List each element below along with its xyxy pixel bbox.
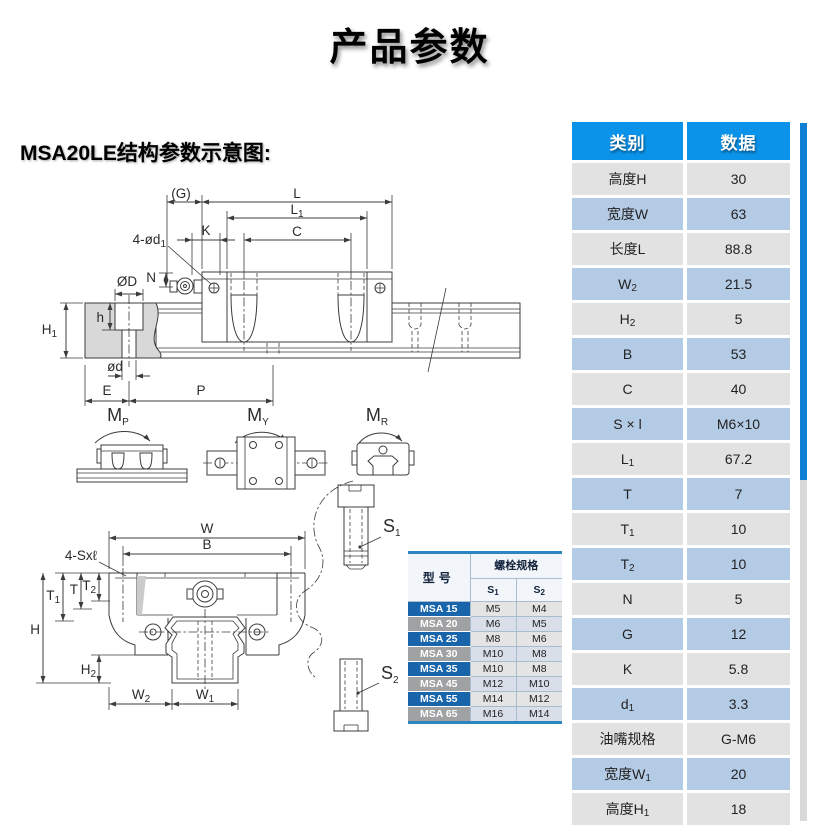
spec-row-label: S × l <box>572 408 683 440</box>
dim-label-w2: W2 <box>132 687 151 705</box>
bolt-table-header-s1: S1 <box>470 578 517 602</box>
dim-label-hh: H <box>30 622 40 637</box>
dim-label-w1: W1 <box>196 687 215 705</box>
spec-row-label: C <box>572 373 683 405</box>
dim-label-w: W <box>201 521 214 536</box>
bolt-label-s1: S1 <box>383 516 401 539</box>
moment-label-mp: MP <box>107 405 129 428</box>
dim-label-h1: H1 <box>42 322 58 340</box>
spec-row-value: 20 <box>687 758 790 790</box>
spec-row-value: 10 <box>687 513 790 545</box>
spec-row-value: M6×10 <box>687 408 790 440</box>
bolt-label-s2: S2 <box>381 663 399 686</box>
spec-row-label: N <box>572 583 683 615</box>
dim-label-t2: T2 <box>82 578 96 596</box>
dim-label-holes: 4-ød1 <box>133 232 167 250</box>
spec-row-value: 18 <box>687 793 790 825</box>
dim-label-k: K <box>201 223 210 238</box>
cross-section-drawing <box>55 568 306 691</box>
section-heading: MSA20LE结构参数示意图: <box>20 142 271 165</box>
spec-row-label: B <box>572 338 683 370</box>
dim-label-h: h <box>96 310 104 325</box>
spec-row-value: 53 <box>687 338 790 370</box>
dim-label-g: (G) <box>171 186 191 201</box>
spec-header-category: 类别 <box>572 122 683 160</box>
spec-row-label: G <box>572 618 683 650</box>
spec-row-value: 5 <box>687 583 790 615</box>
cross-section-dimensions: W B 4-Sxℓ T2 T T1 H H2 W2 W1 <box>30 521 306 710</box>
bolt-drawings: S1 S2 <box>296 480 401 732</box>
page-title: 产品参数 <box>329 27 490 69</box>
spec-row-value: 63 <box>687 198 790 230</box>
dim-label-p: P <box>196 383 205 398</box>
dim-label-t: T <box>70 582 78 597</box>
scrollbar-thumb[interactable] <box>800 123 807 480</box>
dim-label-l1: L1 <box>290 202 304 220</box>
dim-label-hole: ød <box>107 359 123 374</box>
spec-row-label: 高度H <box>572 163 683 195</box>
dim-label-c: C <box>292 224 302 239</box>
spec-row-label: 宽度W <box>572 198 683 230</box>
spec-row-value: 5 <box>687 303 790 335</box>
dim-label-h2: H2 <box>81 662 97 680</box>
spec-row-value: 12 <box>687 618 790 650</box>
spec-header-data: 数据 <box>687 122 790 160</box>
spec-row-label: 油嘴规格 <box>572 723 683 755</box>
structure-diagram: (G) L L1 C K 4-ød1 N ØD H1 h ød <box>30 186 521 732</box>
moment-label-my: MY <box>247 405 269 428</box>
dim-label-e: E <box>102 383 111 398</box>
bolt-table-header-spec: 螺栓规格 <box>469 554 562 579</box>
dim-label-l: L <box>293 186 301 201</box>
spec-row-label: K <box>572 653 683 685</box>
spec-row-value: 67.2 <box>687 443 790 475</box>
spec-row-value: 21.5 <box>687 268 790 300</box>
bolt-table-header-s2: S2 <box>515 578 562 602</box>
spec-row-value: 88.8 <box>687 233 790 265</box>
spec-row-label: T <box>572 478 683 510</box>
dim-label-t1: T1 <box>46 588 60 606</box>
spec-row-label: 长度L <box>572 233 683 265</box>
spec-row-value: 5.8 <box>687 653 790 685</box>
dim-label-bore: ØD <box>117 274 138 289</box>
side-view-drawing <box>84 271 521 373</box>
dim-label-b: B <box>202 537 211 552</box>
moment-diagrams: MP MY MR <box>76 405 415 490</box>
dim-label-n: N <box>146 270 156 285</box>
spec-row-value: 10 <box>687 548 790 580</box>
dim-label-bolts: 4-Sxℓ <box>65 548 98 563</box>
spec-row-value: G-M6 <box>687 723 790 755</box>
spec-row-value: 40 <box>687 373 790 405</box>
spec-row-value: 7 <box>687 478 790 510</box>
side-view-dimensions: (G) L L1 C K 4-ød1 N ØD H1 h ød <box>42 186 393 406</box>
bolt-table-header-model: 型号 <box>408 554 471 602</box>
spec-row-value: 30 <box>687 163 790 195</box>
moment-label-mr: MR <box>366 405 388 428</box>
spec-row-value: 3.3 <box>687 688 790 720</box>
spec-table-header: 类别 数据 <box>572 122 790 160</box>
scrollbar-track[interactable] <box>800 123 807 821</box>
